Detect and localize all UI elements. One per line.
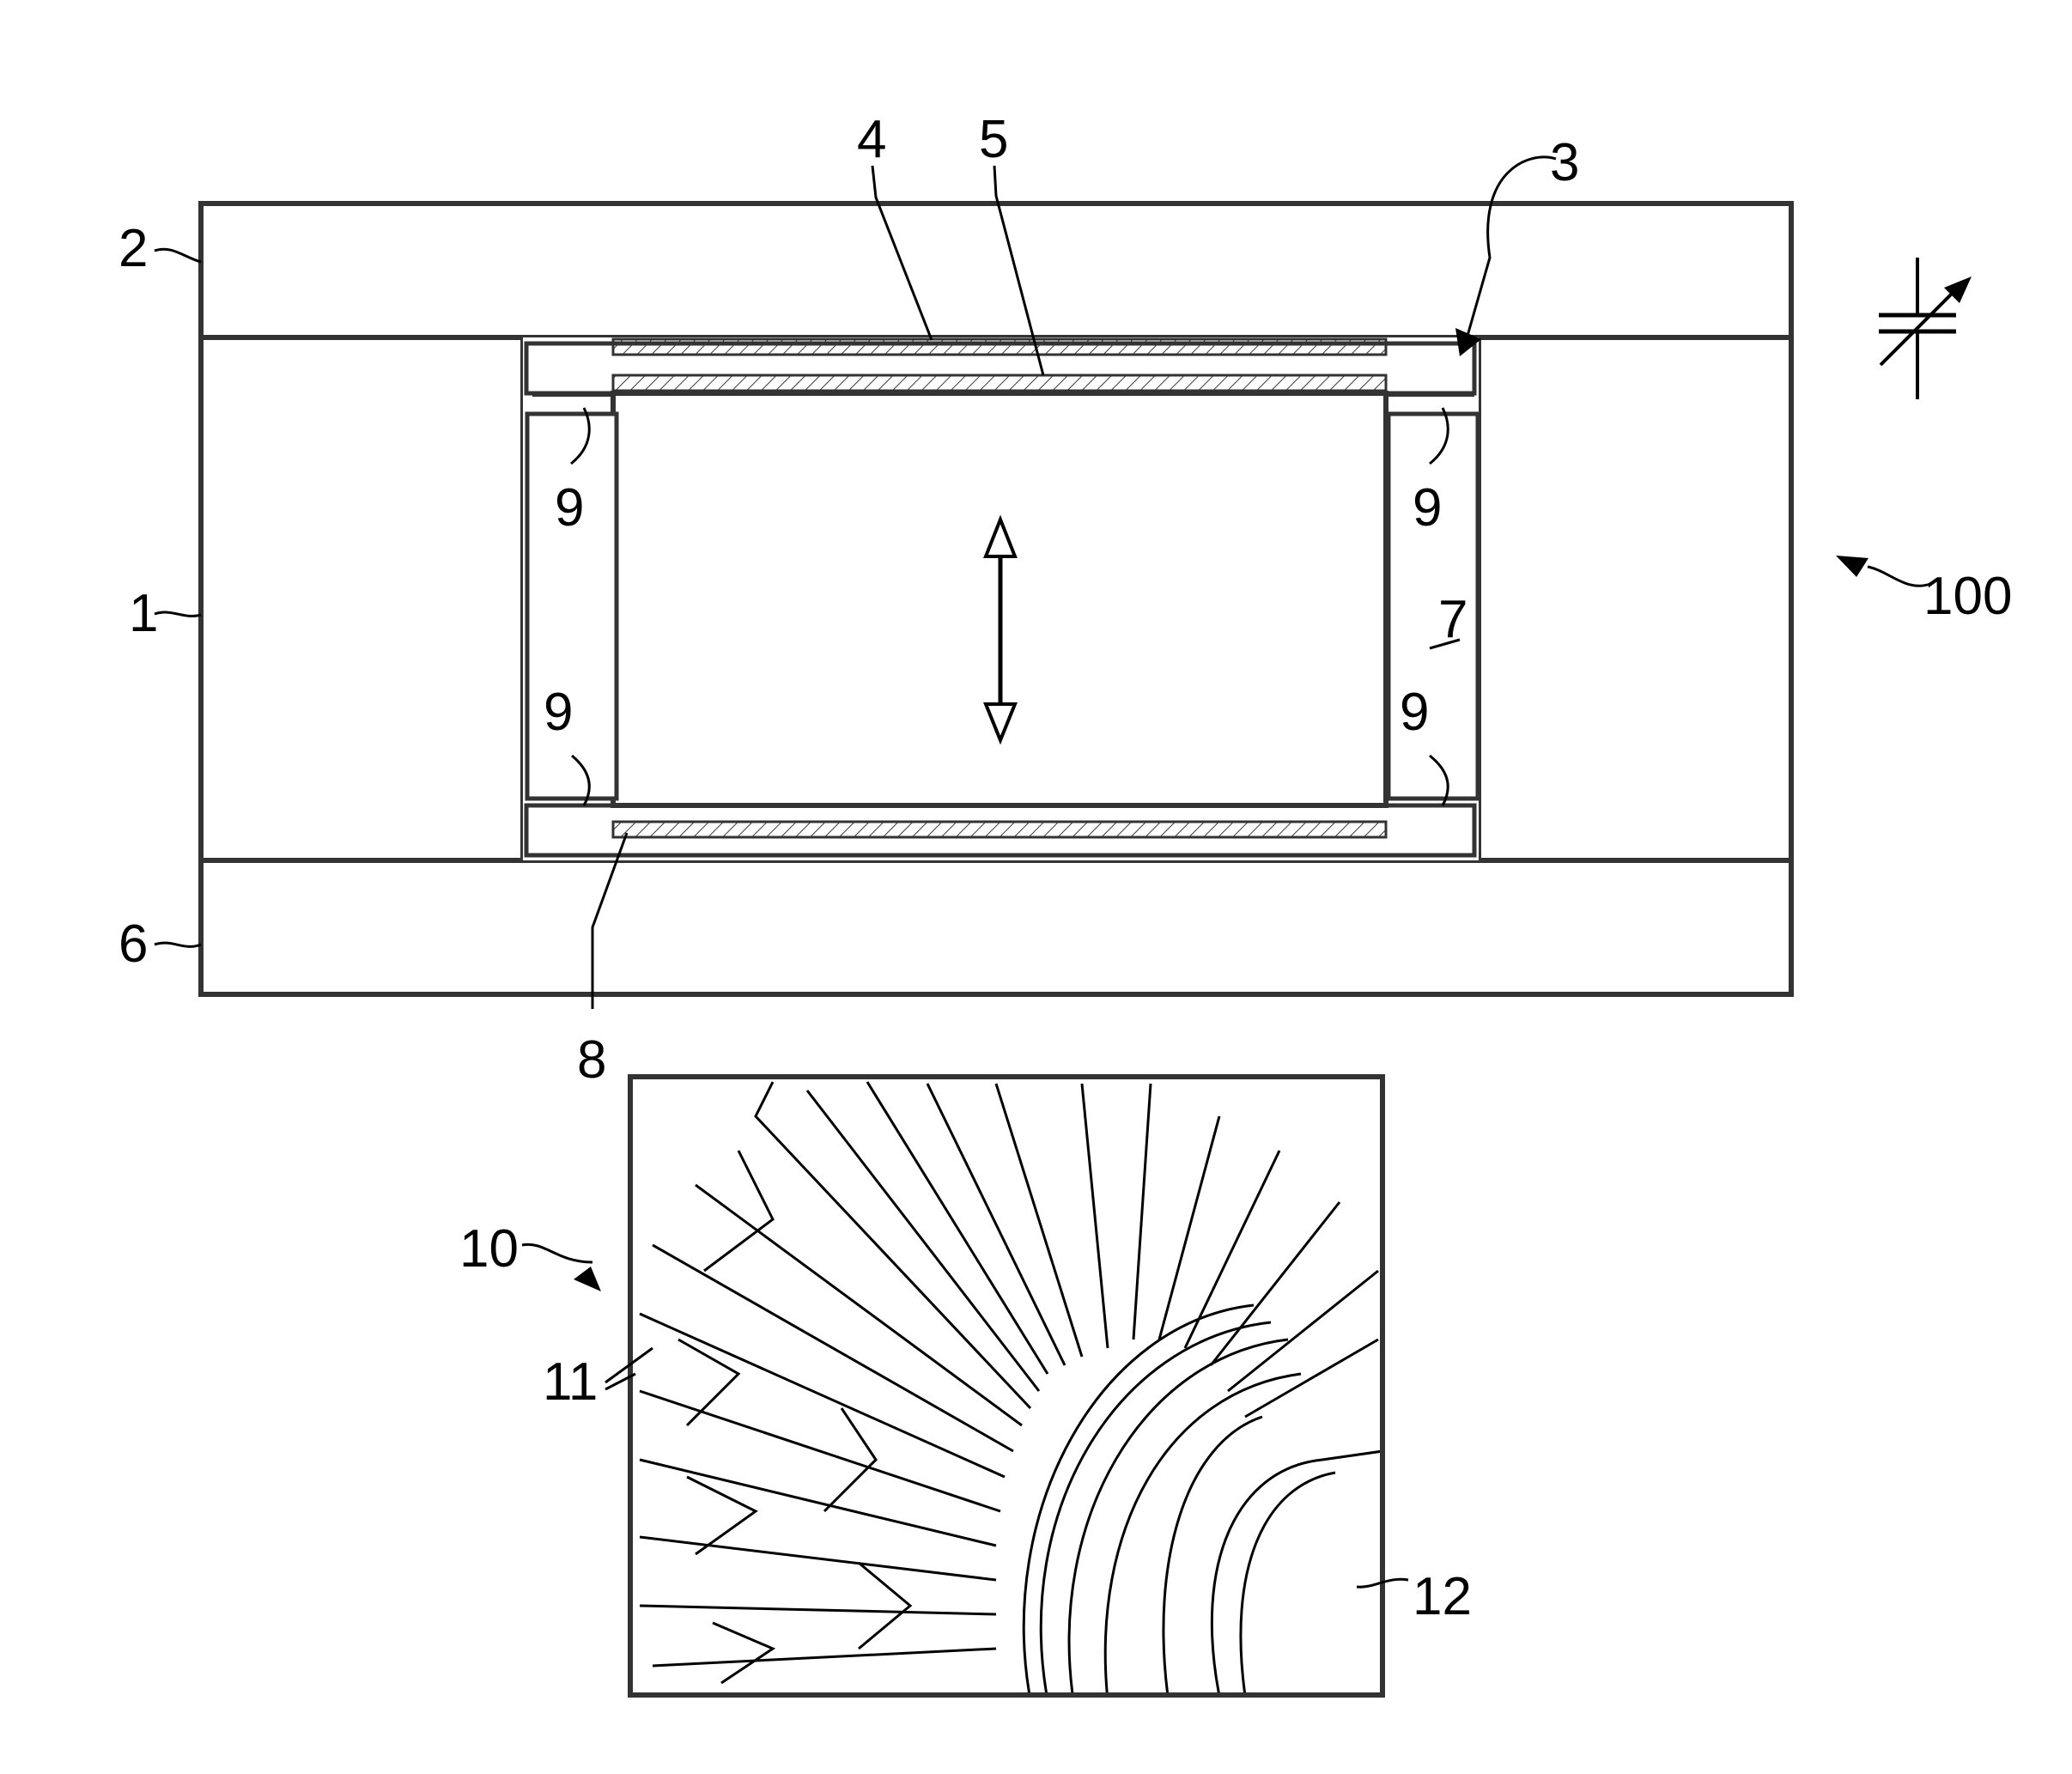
bottom-plate	[201, 860, 1791, 994]
top-plate	[201, 204, 1791, 337]
right-body	[1479, 337, 1791, 860]
label-1: 1	[129, 584, 158, 643]
label-3: 3	[1550, 133, 1579, 192]
label-100: 100	[1923, 567, 2012, 626]
sensor-assembly	[201, 204, 1791, 994]
left-body	[201, 337, 523, 860]
label-4: 4	[857, 110, 886, 169]
leader-lines	[155, 157, 1930, 1587]
label-11: 11	[543, 1352, 598, 1412]
label-2: 2	[118, 219, 148, 278]
label-6: 6	[118, 914, 148, 974]
label-5: 5	[979, 110, 1008, 169]
label-9-top-left: 9	[555, 478, 584, 538]
label-7: 7	[1438, 590, 1467, 649]
label-9-bottom-right: 9	[1400, 683, 1429, 742]
label-10: 10	[459, 1219, 519, 1279]
electrode-moving-bottom	[613, 822, 1386, 837]
variable-capacitor-icon	[1879, 258, 1972, 399]
label-12: 12	[1413, 1567, 1472, 1626]
electrode-fixed-top	[613, 339, 1386, 355]
label-8: 8	[577, 1030, 606, 1090]
electrode-moving-top	[613, 375, 1386, 391]
turbine-inset	[630, 1077, 1382, 1700]
label-9-bottom-left: 9	[544, 683, 573, 742]
label-9-top-right: 9	[1413, 478, 1442, 538]
